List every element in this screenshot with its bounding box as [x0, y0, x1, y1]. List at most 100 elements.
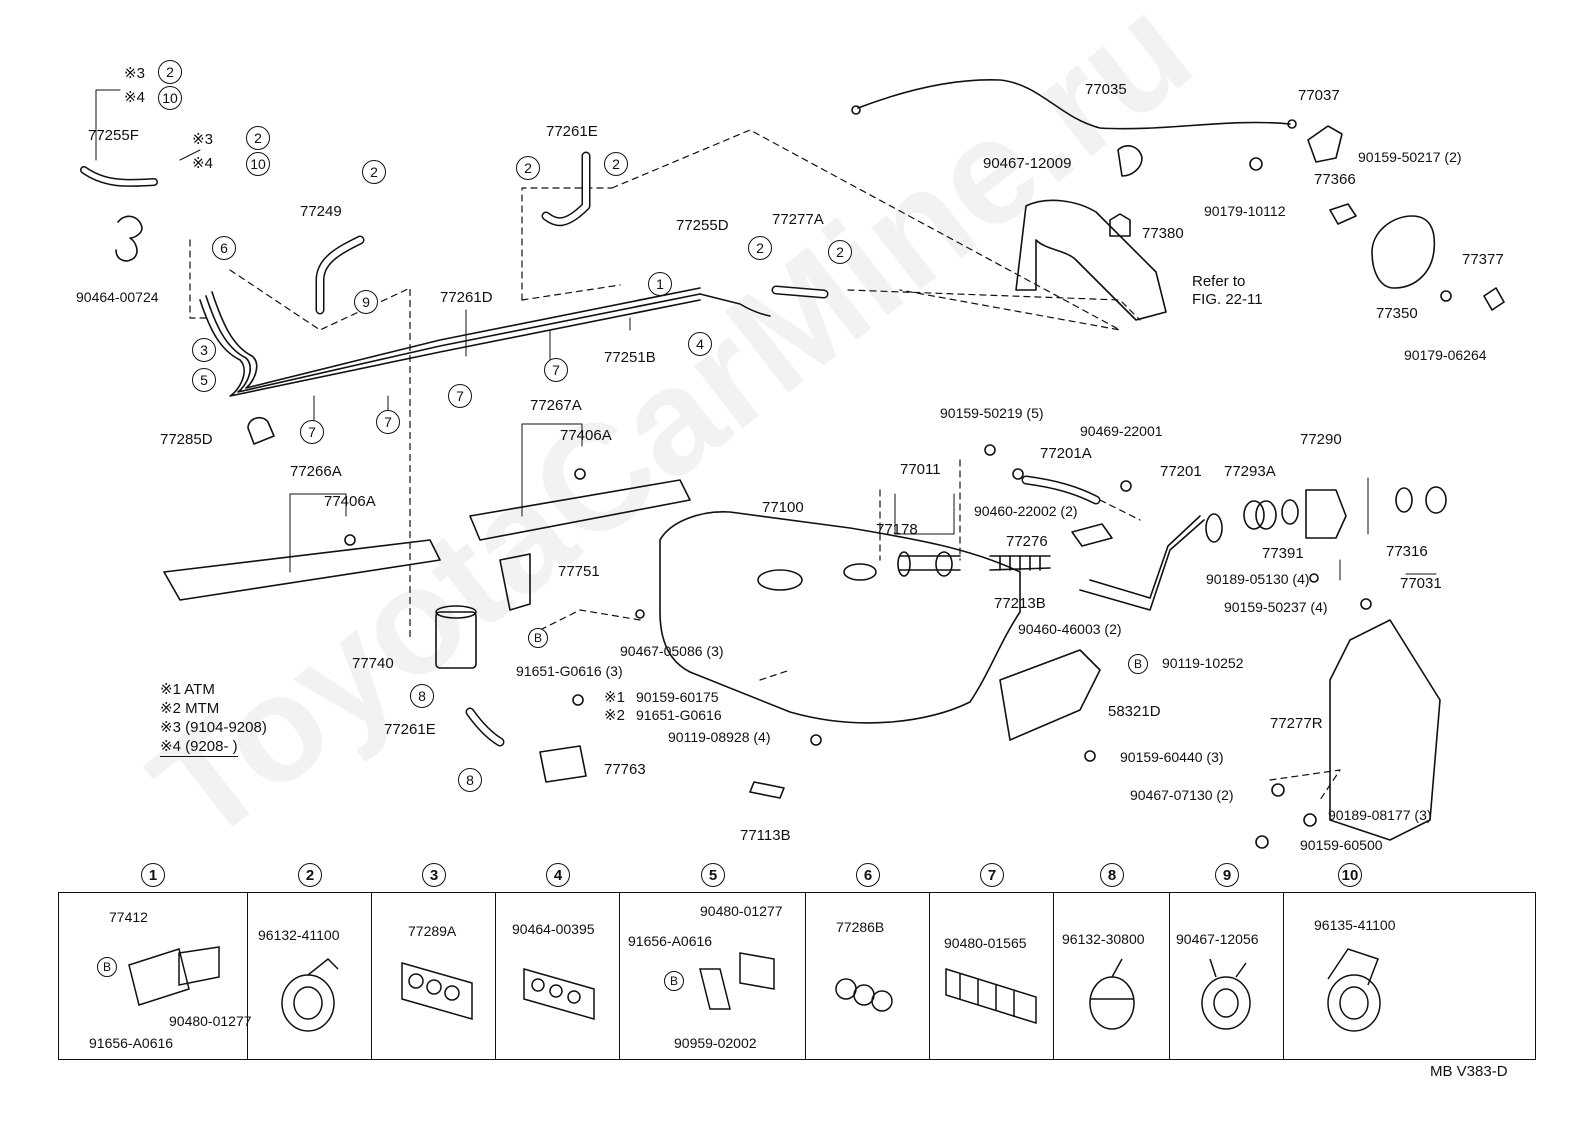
label-77037: 77037: [1298, 87, 1340, 104]
canister-77740: [435, 611, 477, 669]
label-77261E-bot: 77261E: [384, 721, 436, 738]
label-90467-05086: 90467-05086 (3): [620, 643, 724, 659]
label-77380: 77380: [1142, 225, 1184, 242]
clip-part: 90467-12056: [1176, 931, 1259, 947]
callout-7: 7: [448, 384, 472, 408]
clip-part: 77412: [109, 909, 148, 925]
label-77290: 77290: [1300, 431, 1342, 448]
clip-number: 6: [856, 863, 880, 887]
label-90159-50237: 90159-50237 (4): [1224, 599, 1328, 615]
label-90159-60440: 90159-60440 (3): [1120, 749, 1224, 765]
fuel-tank-77100: [659, 511, 1021, 724]
clip-part: 96132-41100: [258, 927, 340, 943]
clip-part: 90480-01277: [169, 1013, 252, 1029]
callout-8: 8: [458, 768, 482, 792]
callout-2: 2: [158, 60, 182, 84]
label-77740: 77740: [352, 655, 394, 672]
clip-number: 3: [422, 863, 446, 887]
label-77031: 77031: [1400, 575, 1442, 592]
callout-2: 2: [748, 236, 772, 260]
b-marker: B: [664, 971, 684, 991]
label-77406A-a: 77406A: [560, 427, 612, 444]
note-2: ※2: [604, 707, 625, 724]
label-91651-G0616-3: 91651-G0616 (3): [516, 663, 623, 679]
callout-1: 1: [648, 272, 672, 296]
clip-number: 8: [1100, 863, 1124, 887]
callout-7: 7: [300, 420, 324, 444]
label-90460-46003: 90460-46003 (2): [1018, 621, 1122, 637]
label-77266A: 77266A: [290, 463, 342, 480]
clip-number: 7: [980, 863, 1004, 887]
label-77293A: 77293A: [1224, 463, 1276, 480]
legend-row: ※1 ATM: [160, 681, 215, 698]
label-77213B: 77213B: [994, 595, 1046, 612]
legend-row: ※4 (9208- ): [160, 738, 238, 757]
clip-cell-2: 2 96132-41100: [247, 863, 372, 1059]
filler-pipe-77201: [1079, 515, 1205, 611]
label-77261D: 77261D: [440, 289, 493, 306]
label-91651-G0616: 91651-G0616: [636, 707, 722, 723]
label-77391: 77391: [1262, 545, 1304, 562]
fuel-tube-bundle: [199, 287, 771, 397]
clip-part: 91656-A0616: [628, 933, 713, 949]
label-77751: 77751: [558, 563, 600, 580]
label-58321D: 58321D: [1108, 703, 1161, 720]
label-90159-60175: 90159-60175: [636, 689, 719, 705]
clip-cell-7: 7 90480-01565: [929, 863, 1054, 1059]
b-marker: B: [97, 957, 117, 977]
label-77377: 77377: [1462, 251, 1504, 268]
note-1: ※1: [604, 689, 625, 706]
label-90467-07130: 90467-07130 (2): [1130, 787, 1234, 803]
label-77366: 77366: [1314, 171, 1356, 188]
clip-number: 10: [1338, 863, 1362, 887]
clip-cell-4: 4 90464-00395: [495, 863, 620, 1059]
note-3-b: ※3: [192, 131, 213, 148]
label-90159-60500: 90159-60500: [1300, 837, 1383, 853]
label-90469-22001: 90469-22001: [1080, 423, 1163, 439]
label-90189-08177: 90189-08177 (3): [1328, 807, 1432, 823]
note-4-a: ※4: [124, 89, 145, 106]
callout-2: 2: [828, 240, 852, 264]
label-90119-08928: 90119-08928 (4): [668, 729, 771, 745]
bracket-77037: [1307, 125, 1343, 163]
callout-10: 10: [246, 152, 270, 176]
clip-number: 2: [298, 863, 322, 887]
clip-reference-table: 1 77412 91656-A0616 90480-01277 B 2 9613…: [58, 863, 1536, 1060]
note-3-a: ※3: [124, 65, 145, 82]
clip-cell-5: 5 90480-01277 91656-A0616 90959-02002 B: [619, 863, 806, 1059]
clip-cell-8: 8 96132-30800: [1053, 863, 1170, 1059]
label-77035: 77035: [1085, 81, 1127, 98]
callout-2: 2: [362, 160, 386, 184]
label-90159-50217: 90159-50217 (2): [1358, 149, 1462, 165]
label-90179-10112: 90179-10112: [1204, 203, 1286, 219]
callout-4: 4: [688, 332, 712, 356]
label-77255F: 77255F: [88, 127, 139, 144]
label-90179-06264: 90179-06264: [1404, 347, 1487, 363]
label-77201A: 77201A: [1040, 445, 1092, 462]
callout-2: 2: [516, 156, 540, 180]
clip-number: 9: [1215, 863, 1239, 887]
label-77261E-top: 77261E: [546, 123, 598, 140]
label-77011: 77011: [900, 461, 941, 478]
label-77285D: 77285D: [160, 431, 213, 448]
label-90189-05130: 90189-05130 (4): [1206, 571, 1310, 587]
clip-part: 90480-01565: [944, 935, 1027, 951]
housing-77290: [1305, 489, 1347, 539]
label-77255D: 77255D: [676, 217, 729, 234]
clip-number: 4: [546, 863, 570, 887]
clip-cell-10: 10 96135-41100: [1283, 863, 1536, 1059]
filler-neck-assembly: [1015, 199, 1167, 321]
fuel-door-77350: [1371, 215, 1436, 289]
callout-7: 7: [376, 410, 400, 434]
clip-number: 1: [141, 863, 165, 887]
callout-8: 8: [410, 684, 434, 708]
clip-part: 90959-02002: [674, 1035, 757, 1051]
label-77277R: 77277R: [1270, 715, 1323, 732]
clip-cell-6: 6 77286B: [805, 863, 930, 1059]
clip-part: 91656-A0616: [89, 1035, 174, 1051]
callout-3: 3: [192, 338, 216, 362]
label-90464-00724: 90464-00724: [76, 289, 159, 305]
label-77249: 77249: [300, 203, 342, 220]
clip-cell-3: 3 77289A: [371, 863, 496, 1059]
